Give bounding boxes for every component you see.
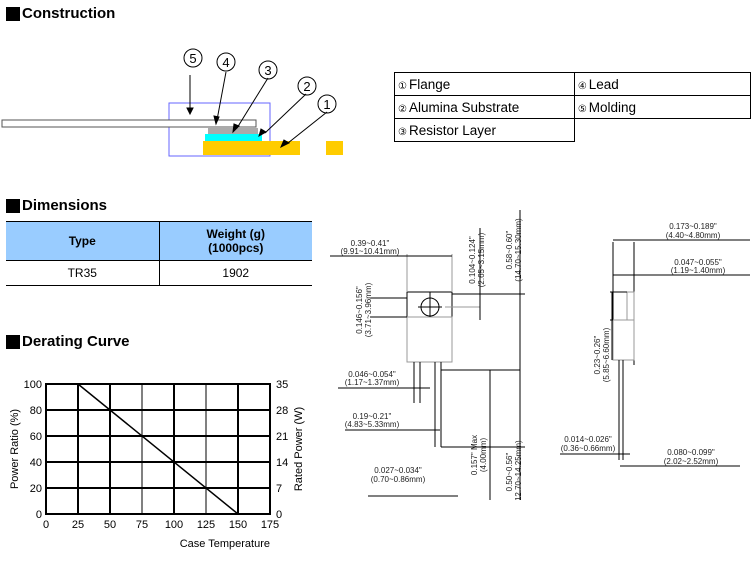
header-weight: Weight (g)(1000pcs) bbox=[158, 221, 312, 261]
y2-tick-label: 0 bbox=[276, 509, 282, 521]
x-tick-label: 100 bbox=[165, 519, 183, 531]
bullet-square-icon bbox=[6, 198, 20, 213]
y2-tick-label: 7 bbox=[276, 483, 282, 495]
y-tick-label: 0 bbox=[36, 509, 42, 521]
alumina-substrate bbox=[205, 134, 262, 141]
dim-leadlen-in: 0.50~0.56" bbox=[505, 453, 514, 492]
y-tick-label: 40 bbox=[30, 457, 42, 469]
y2-tick-label: 28 bbox=[276, 405, 288, 417]
dim-holepos-mm: (2.65~3.15mm) bbox=[477, 232, 486, 287]
dim-leadw-mm: (1.17~1.37mm) bbox=[345, 378, 400, 387]
table-row: TR35 1902 bbox=[6, 260, 312, 286]
dim-leadw-in: 0.046~0.054" bbox=[348, 370, 396, 379]
dim-thick-mm: (4.40~4.80mm) bbox=[666, 231, 721, 240]
series-line bbox=[46, 383, 239, 515]
dim-flange-mm: (1.19~1.40mm) bbox=[671, 266, 726, 275]
dim-body-mm: (5.85~6.60mm) bbox=[602, 327, 611, 382]
dim-hole-mm: (3.71~3.96mm) bbox=[364, 282, 373, 337]
callout-1: 1 bbox=[323, 97, 330, 112]
dim-holepos-in: 0.104~0.124" bbox=[468, 236, 477, 284]
callout-3: 3 bbox=[264, 63, 271, 78]
x-tick-label: 175 bbox=[261, 519, 279, 531]
dim-leadt-in: 0.027~0.034" bbox=[374, 466, 422, 475]
y2-tick-label: 14 bbox=[276, 457, 288, 469]
x-tick-label: 25 bbox=[72, 519, 84, 531]
dim-body-in: 0.23~0.26" bbox=[593, 336, 602, 375]
y-tick-label: 80 bbox=[30, 405, 42, 417]
flange-hole bbox=[300, 141, 326, 155]
bullet-square-icon bbox=[6, 334, 20, 349]
dim-hole-in: 0.146~0.156" bbox=[355, 286, 364, 334]
x-tick-label: 75 bbox=[136, 519, 148, 531]
dim-lead-in: 0.014~0.026" bbox=[564, 435, 612, 444]
dim-standoff-mm: (4.00mm) bbox=[479, 438, 488, 473]
y-tick-label: 60 bbox=[30, 431, 42, 443]
x-tick-label: 0 bbox=[43, 519, 49, 531]
callout-2: 2 bbox=[303, 79, 310, 94]
plot-frame bbox=[45, 383, 271, 515]
dim-width-in: 0.39~0.41" bbox=[351, 239, 390, 248]
section-title-dimensions: Dimensions bbox=[6, 197, 107, 214]
callout-5: 5 bbox=[189, 51, 196, 66]
dim-offset-mm: (2.02~2.52mm) bbox=[664, 457, 719, 466]
x-tick-label: 150 bbox=[229, 519, 247, 531]
dim-flange-in: 0.047~0.055" bbox=[674, 258, 722, 267]
x-tick-label: 125 bbox=[197, 519, 215, 531]
y2-axis-label: Rated Power (W) bbox=[293, 407, 305, 491]
section-title-derating: Derating Curve bbox=[6, 333, 130, 350]
dim-standoff-in: 0.157" Max bbox=[470, 435, 479, 475]
dim-height-mm: (14.70~15.30mm) bbox=[514, 218, 523, 282]
dim-pitch-in: 0.19~0.21" bbox=[353, 412, 392, 421]
dimension-drawing: 0.39~0.41" (9.91~10.41mm) 0.146~0.156" (… bbox=[330, 210, 750, 500]
dim-leadt-mm: (0.70~0.86mm) bbox=[371, 475, 426, 484]
dim-thick-in: 0.173~0.189" bbox=[669, 222, 717, 231]
dim-offset-in: 0.080~0.099" bbox=[667, 448, 715, 457]
molding-outline bbox=[168, 102, 271, 157]
lead bbox=[1, 119, 257, 128]
dim-leadlen-mm: (12.70~14.25mm) bbox=[514, 440, 523, 500]
y-tick-label: 20 bbox=[30, 483, 42, 495]
y2-tick-label: 21 bbox=[276, 431, 288, 443]
y-tick-label: 100 bbox=[24, 379, 42, 391]
callout-4: 4 bbox=[222, 55, 229, 70]
y-axis-label: Power Ratio (%) bbox=[9, 409, 21, 489]
x-tick-label: 50 bbox=[104, 519, 116, 531]
section-title-construction: Construction bbox=[6, 5, 115, 22]
y2-tick-label: 35 bbox=[276, 379, 288, 391]
dim-lead-mm: (0.36~0.66mm) bbox=[561, 444, 616, 453]
dim-pitch-mm: (4.83~5.33mm) bbox=[345, 420, 400, 429]
bullet-square-icon bbox=[6, 6, 20, 21]
x-axis-label: Case Temperature bbox=[180, 538, 270, 550]
header-type: Type bbox=[6, 221, 159, 261]
dim-width-mm: (9.91~10.41mm) bbox=[341, 247, 400, 256]
construction-diagram: 5 4 3 2 1 bbox=[1, 48, 343, 157]
weight-table: Type Weight (g)(1000pcs) TR35 1902 bbox=[6, 221, 312, 286]
dim-height-in: 0.58~0.60" bbox=[505, 231, 514, 270]
